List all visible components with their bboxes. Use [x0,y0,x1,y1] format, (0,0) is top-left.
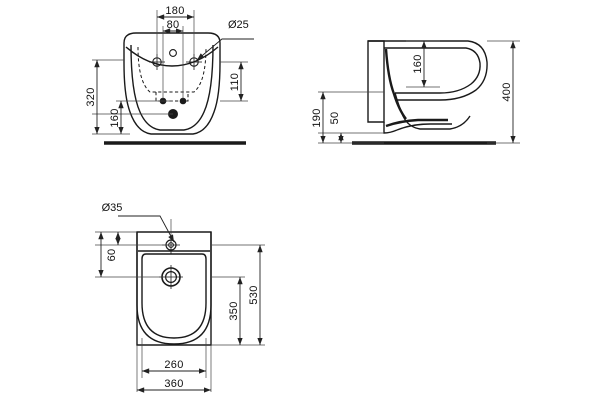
front-body-outline [123,32,221,135]
side-dim-50: 50 [329,112,344,143]
side-dim-400: 400 [501,41,516,143]
plan-dim-350: 350 [228,277,243,345]
plan-callout-d35-label: Ø35 [102,202,123,214]
front-tap-hole [169,49,177,57]
side-extension-lines [318,40,520,144]
front-dim-160: 160 [109,101,124,134]
view-side-elevation: 160 400 190 50 [311,40,520,145]
plan-dim-350-label: 350 [228,301,240,320]
view-front-elevation: 180 80 320 160 110 Ø25 [85,5,254,145]
front-callout-d25-label: Ø25 [228,19,249,31]
front-dim-180: 180 [157,5,194,20]
front-dim-110-label: 110 [229,73,241,91]
side-dim-50-label: 50 [329,112,341,125]
front-callout-d25: Ø25 [196,19,254,61]
plan-callout-d35: Ø35 [102,202,175,243]
side-dim-190: 190 [311,92,326,143]
side-shadow-strokes [384,48,448,128]
front-dim-180-label: 180 [165,5,184,17]
front-dim-320-label: 320 [85,87,97,106]
plan-dim-530: 530 [248,245,263,345]
plan-dim-260-label: 260 [164,359,183,371]
front-dim-320: 320 [85,60,100,134]
front-dim-110: 110 [229,62,244,101]
plan-dim-530-label: 530 [248,285,260,304]
side-dim-190-label: 190 [311,108,323,127]
side-dim-160-label: 160 [412,54,424,73]
side-dim-160: 160 [412,41,427,87]
front-dim-80-label: 80 [167,19,180,31]
side-dim-400-label: 400 [501,82,513,101]
side-body-outline [367,40,488,134]
view-plan: Ø35 60 350 530 260 360 [95,202,265,393]
plan-dim-260: 260 [142,359,206,374]
front-outlet-dot-right [179,97,187,105]
plan-dim-60-label: 60 [106,249,118,262]
front-dim-80: 80 [163,19,183,34]
plan-dim-360-label: 360 [164,378,183,390]
front-inner-bowl-dashed [137,46,207,102]
plan-dim-360: 360 [137,378,211,393]
front-dim-160-label: 160 [109,108,121,127]
plan-dim-60: 60 [106,232,121,262]
